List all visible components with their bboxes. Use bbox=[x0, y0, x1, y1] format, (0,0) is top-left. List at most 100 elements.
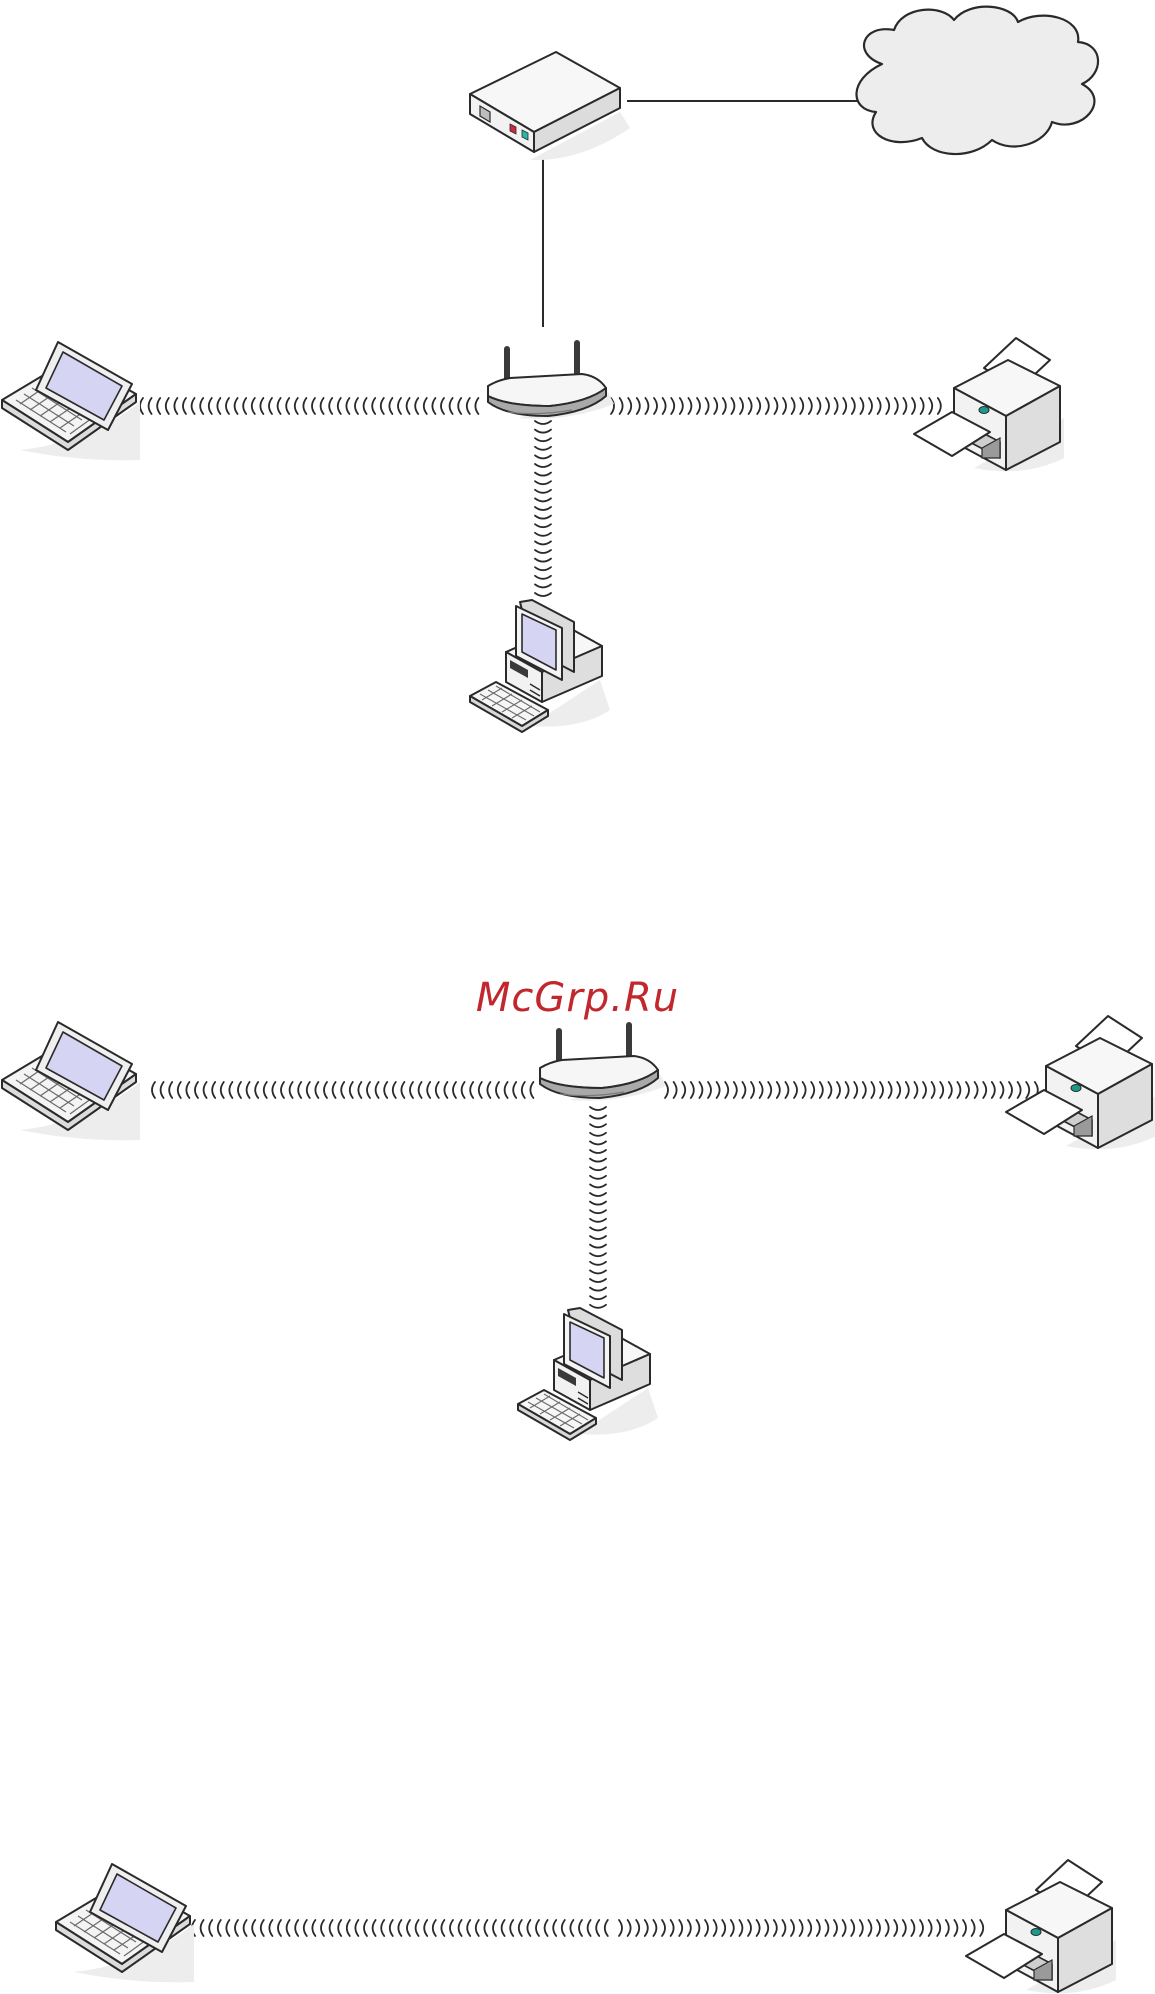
printer-icon bbox=[966, 1860, 1116, 1993]
signal-arc bbox=[636, 1920, 639, 1936]
signal-arc bbox=[407, 1920, 410, 1936]
signal-arc bbox=[315, 1082, 318, 1098]
signal-arc bbox=[183, 398, 186, 414]
signal-arc bbox=[749, 398, 752, 414]
signal-arc bbox=[307, 1082, 310, 1098]
signal-arc bbox=[637, 398, 640, 414]
signal-arc bbox=[696, 1920, 699, 1936]
signal-arc bbox=[467, 398, 470, 414]
signal-arc bbox=[794, 1082, 797, 1098]
signal-arc bbox=[238, 1082, 241, 1098]
signal-arc bbox=[590, 1227, 606, 1230]
signal-arc bbox=[1018, 1082, 1021, 1098]
signal-arc bbox=[809, 398, 812, 414]
signal-arc bbox=[605, 1920, 608, 1936]
wireless-signal-icon bbox=[152, 1082, 533, 1098]
signal-arc bbox=[312, 398, 315, 414]
signal-arc bbox=[522, 1082, 525, 1098]
signal-arc bbox=[760, 1082, 763, 1098]
signal-arc bbox=[619, 1920, 622, 1936]
signal-arc bbox=[304, 1920, 307, 1936]
signal-arc bbox=[972, 1920, 975, 1936]
signal-arc bbox=[381, 1920, 384, 1936]
signal-arc bbox=[654, 398, 657, 414]
signal-arc bbox=[886, 1920, 889, 1936]
signal-arc bbox=[1000, 1082, 1003, 1098]
signal-arc bbox=[535, 490, 551, 493]
signal-arc bbox=[895, 398, 898, 414]
signal-arc bbox=[261, 1920, 264, 1936]
signal-arc bbox=[535, 438, 551, 441]
signal-arc bbox=[590, 1262, 606, 1265]
signal-arc bbox=[278, 398, 281, 414]
signal-arc bbox=[347, 1920, 350, 1936]
signal-arc bbox=[355, 1920, 358, 1936]
signal-arc bbox=[777, 1082, 780, 1098]
signal-arc bbox=[260, 398, 263, 414]
signal-arc bbox=[714, 1920, 717, 1936]
signal-arc bbox=[195, 1082, 198, 1098]
signal-arc bbox=[535, 541, 551, 544]
signal-arc bbox=[496, 1082, 499, 1098]
signal-arc bbox=[152, 1082, 155, 1098]
signal-arc bbox=[645, 398, 648, 414]
signal-arc bbox=[665, 1082, 668, 1098]
signal-arc bbox=[298, 1082, 301, 1098]
signal-arc bbox=[920, 1920, 923, 1936]
signal-arc bbox=[671, 1920, 674, 1936]
signal-arc bbox=[725, 1082, 728, 1098]
signal-arc bbox=[897, 1082, 900, 1098]
signal-arc bbox=[834, 1920, 837, 1936]
signal-arc bbox=[149, 398, 152, 414]
signal-arc bbox=[535, 430, 551, 433]
signal-arc bbox=[393, 1082, 396, 1098]
signal-arc bbox=[628, 398, 631, 414]
signal-arc bbox=[911, 1920, 914, 1936]
signal-arc bbox=[252, 398, 255, 414]
signal-arc bbox=[252, 1920, 255, 1936]
signal-arc bbox=[590, 1245, 606, 1248]
signal-arc bbox=[671, 398, 674, 414]
signal-arc bbox=[912, 398, 915, 414]
signal-arc bbox=[330, 1920, 333, 1936]
signal-arc bbox=[946, 1920, 949, 1936]
signal-arc bbox=[169, 1082, 172, 1098]
signal-arc bbox=[837, 1082, 840, 1098]
signal-arc bbox=[427, 1082, 430, 1098]
signal-arc bbox=[281, 1082, 284, 1098]
signal-arc bbox=[476, 1920, 479, 1936]
signal-arc bbox=[535, 464, 551, 467]
signal-arc bbox=[708, 1082, 711, 1098]
signal-arc bbox=[536, 1920, 539, 1936]
signal-arc bbox=[355, 398, 358, 414]
signal-arc bbox=[229, 1082, 232, 1098]
signal-arc bbox=[765, 1920, 768, 1936]
signal-arc bbox=[398, 398, 401, 414]
signal-arc bbox=[620, 398, 623, 414]
signal-arc bbox=[157, 398, 160, 414]
signal-arc bbox=[846, 1082, 849, 1098]
signal-arc bbox=[192, 398, 195, 414]
signal-arc bbox=[487, 1082, 490, 1098]
signal-arc bbox=[264, 1082, 267, 1098]
signal-arc bbox=[906, 1082, 909, 1098]
signal-arc bbox=[628, 1920, 631, 1936]
wireless-signal-icon bbox=[590, 1107, 606, 1308]
signal-arc bbox=[221, 1082, 224, 1098]
signal-arc bbox=[535, 593, 551, 596]
signal-arc bbox=[734, 1082, 737, 1098]
signal-arc bbox=[588, 1920, 591, 1936]
signal-arc bbox=[828, 1082, 831, 1098]
signal-arc bbox=[766, 398, 769, 414]
signal-arc bbox=[1009, 1082, 1012, 1098]
signal-arc bbox=[940, 1082, 943, 1098]
diagram-infrastructure-wireless bbox=[2, 1016, 1155, 1440]
wireless-signal-icon bbox=[611, 398, 941, 414]
signal-arc bbox=[791, 1920, 794, 1936]
signal-arc bbox=[706, 398, 709, 414]
signal-arc bbox=[682, 1082, 685, 1098]
signal-arc bbox=[286, 398, 289, 414]
signal-arc bbox=[938, 398, 941, 414]
signal-arc bbox=[825, 1920, 828, 1936]
signal-arc bbox=[470, 1082, 473, 1098]
